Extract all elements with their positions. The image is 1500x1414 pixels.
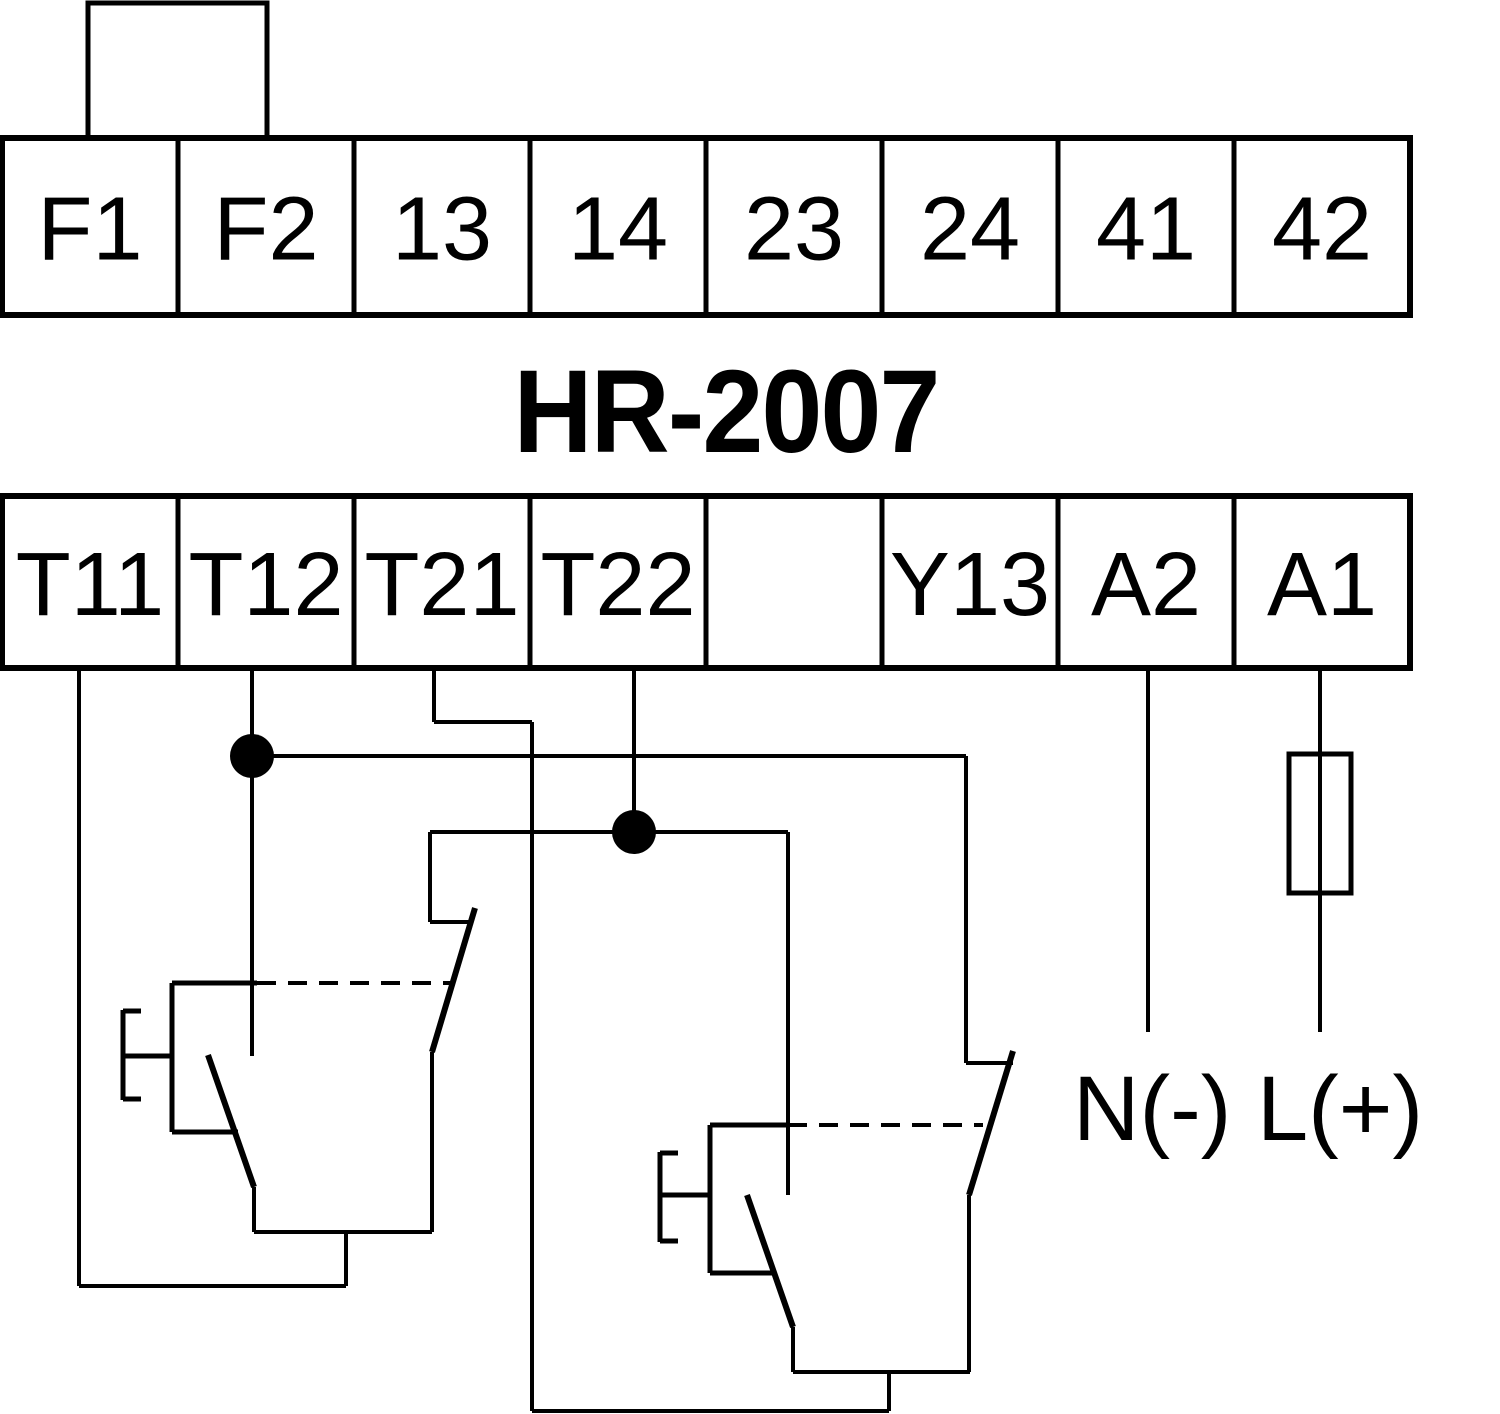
right-sensor-contact-blade [744,1194,796,1328]
terminal-label-f2: F2 [213,180,318,280]
terminal-label-14: 14 [568,180,668,280]
terminal-label-a2: A2 [1091,535,1201,635]
terminal-label-a1: A1 [1267,535,1377,635]
terminal-label-y13: Y13 [890,535,1050,635]
supply-label-neutral: N(-) [1073,1058,1231,1160]
junction-dot [230,734,274,778]
left-sensor-contact-blade [205,1054,257,1188]
terminal-label-t12: T12 [188,535,343,635]
supply-label-line: L(+) [1257,1058,1423,1160]
right-main-contact-blade [966,1050,1016,1196]
terminal-label-f1: F1 [37,180,142,280]
left-main-contact-blade [429,907,478,1053]
terminal-label-41: 41 [1096,180,1196,280]
top-tab [85,0,270,141]
terminal-label-13: 13 [392,180,492,280]
junction-dot [612,810,656,854]
terminal-label-42: 42 [1272,180,1372,280]
terminal-label-24: 24 [920,180,1020,280]
terminal-label-23: 23 [744,180,844,280]
terminal-label-t21: T21 [364,535,519,635]
terminal-label-t11: T11 [16,535,164,635]
model-title: HR-2007 [514,346,939,478]
fuse [1286,751,1354,896]
terminal-label-t22: T22 [540,535,695,635]
